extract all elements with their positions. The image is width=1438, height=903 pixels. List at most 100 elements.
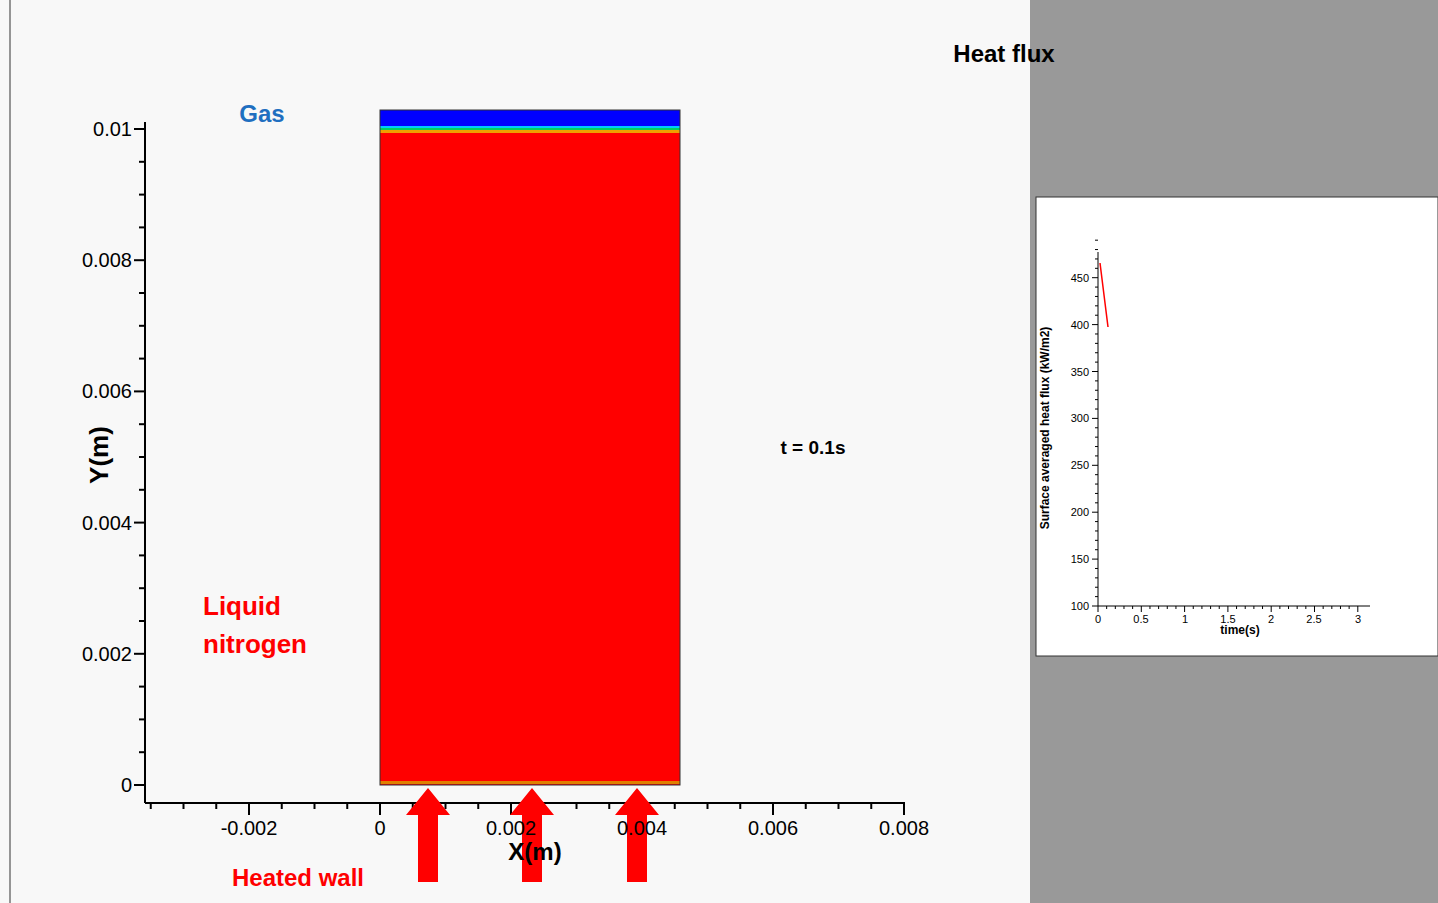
tick-mark: [248, 803, 250, 815]
tick-mark: [139, 620, 145, 622]
tick-mark: [1095, 287, 1098, 288]
tick-mark: [346, 803, 348, 809]
tick-mark: [139, 358, 145, 360]
tick-mark: [1095, 549, 1098, 550]
tick-mark: [183, 803, 185, 809]
frame-line: [10, 0, 11, 903]
tick-mark: [1349, 606, 1350, 609]
tick-label: 0.01: [93, 118, 132, 141]
tick-mark: [1095, 540, 1098, 541]
tick-mark: [1314, 606, 1315, 612]
tick-mark: [1095, 409, 1098, 410]
tick-mark: [1092, 277, 1098, 278]
tick-mark: [1095, 484, 1098, 485]
tick-mark: [1095, 362, 1098, 363]
tick-mark: [1210, 606, 1211, 609]
tick-label: 0.008: [879, 817, 929, 840]
tick-label: 1: [1182, 613, 1188, 626]
tick-mark: [139, 587, 145, 589]
tick-mark: [139, 423, 145, 425]
time-label: t = 0.1s: [781, 437, 846, 459]
tick-label: 0.5: [1133, 613, 1148, 626]
tick-mark: [772, 803, 774, 815]
tick-mark: [1227, 606, 1228, 612]
interface-layer: [380, 130, 680, 133]
tick-mark: [139, 554, 145, 556]
tick-mark: [1236, 606, 1237, 609]
tick-mark: [1095, 530, 1098, 531]
tick-mark: [1095, 493, 1098, 494]
phase-label: Liquid nitrogen: [203, 588, 353, 663]
tick-mark: [1095, 577, 1098, 578]
tick-mark: [1095, 399, 1098, 400]
tick-label: 0.008: [82, 249, 132, 272]
tick-label: 0.002: [486, 817, 536, 840]
tick-mark: [1340, 606, 1341, 609]
tick-mark: [1297, 606, 1298, 609]
tick-mark: [134, 653, 145, 655]
tick-mark: [707, 803, 709, 809]
tick-mark: [134, 128, 145, 130]
tick-mark: [1098, 606, 1099, 612]
tick-mark: [1095, 521, 1098, 522]
tick-mark: [1095, 455, 1098, 456]
tick-mark: [1323, 606, 1324, 609]
tick-mark: [139, 751, 145, 753]
tick-mark: [1095, 296, 1098, 297]
tick-mark: [1095, 240, 1098, 241]
phase-label: Gas: [239, 100, 284, 128]
wall-layer: [380, 781, 680, 784]
tick-mark: [139, 718, 145, 720]
tick-mark: [1092, 512, 1098, 513]
tick-mark: [1095, 343, 1098, 344]
tick-label: 0: [121, 774, 132, 797]
tick-mark: [139, 292, 145, 294]
tick-mark: [870, 803, 872, 809]
tick-mark: [1158, 606, 1159, 609]
tick-label: 300: [1071, 412, 1089, 425]
tick-mark: [1219, 606, 1220, 609]
tick-mark: [1092, 606, 1098, 607]
tick-mark: [576, 803, 578, 809]
tick-label: 400: [1071, 319, 1089, 332]
tick-mark: [314, 803, 316, 809]
tick-mark: [215, 803, 217, 809]
tick-label: 0.002: [82, 643, 132, 666]
tick-mark: [739, 803, 741, 809]
tick-mark: [1149, 606, 1150, 609]
tick-mark: [139, 161, 145, 163]
tick-mark: [1193, 606, 1194, 609]
domain-outline: [380, 110, 680, 785]
tick-mark: [1095, 502, 1098, 503]
tick-mark: [838, 803, 840, 809]
tick-mark: [1095, 380, 1098, 381]
tick-mark: [1132, 606, 1133, 609]
tick-mark: [139, 226, 145, 228]
tick-mark: [1095, 446, 1098, 447]
inset-axis-title: Surface averaged heat flux (kW/m2): [1039, 327, 1053, 530]
tick-label: 200: [1071, 506, 1089, 519]
tick-mark: [1092, 324, 1098, 325]
tick-mark: [281, 803, 283, 809]
tick-mark: [134, 522, 145, 524]
tick-mark: [134, 390, 145, 392]
tick-mark: [1095, 596, 1098, 597]
interface-layer: [380, 128, 680, 130]
tick-mark: [1095, 390, 1098, 391]
tick-mark: [1095, 249, 1098, 250]
tick-label: 0.006: [748, 817, 798, 840]
tick-mark: [1095, 587, 1098, 588]
tick-mark: [1095, 427, 1098, 428]
tick-mark: [1095, 352, 1098, 353]
tick-mark: [1175, 606, 1176, 609]
tick-mark: [674, 803, 676, 809]
tick-mark: [1095, 568, 1098, 569]
tick-mark: [903, 803, 905, 815]
inset-chart-frame: [1036, 197, 1438, 656]
inset-axes: [1098, 252, 1370, 606]
tick-mark: [139, 456, 145, 458]
axes: [145, 122, 905, 803]
tick-mark: [1357, 606, 1358, 612]
tick-label: 2: [1268, 613, 1274, 626]
